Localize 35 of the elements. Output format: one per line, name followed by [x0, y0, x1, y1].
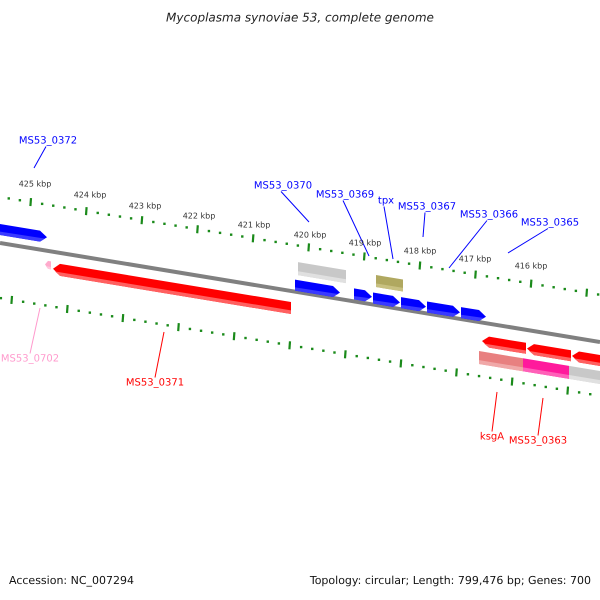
- gene-label: MS53_0369: [316, 190, 374, 200]
- leader-line: [384, 206, 394, 260]
- leader-line: [30, 308, 40, 354]
- footer-text: Accession: NC_007294: [9, 574, 134, 588]
- gene-label: MS53_0365: [520, 218, 580, 228]
- scale-label: 421 kbp: [238, 222, 270, 230]
- leader-line: [280, 191, 310, 222]
- scale-label: 420 kbp: [294, 232, 326, 240]
- title: Mycoplasma synoviae 53, complete genome: [166, 11, 434, 25]
- leader-line: [508, 228, 548, 254]
- gene-label: MS53_0366: [460, 210, 518, 220]
- leader-line: [342, 200, 370, 256]
- gene-label: ksgA: [480, 432, 504, 442]
- gene-label: MS53_0372: [18, 136, 78, 146]
- scale-label: 417 kbp: [458, 256, 492, 264]
- leader-line: [154, 332, 164, 378]
- gene-label: MS53_0367: [398, 202, 456, 212]
- footer-text: Topology: circular; Length: 799,476 bp; Genes: 700: [310, 574, 591, 588]
- leader-line: [34, 146, 46, 168]
- scale-label: 423 kbp: [128, 202, 162, 212]
- scale-label: 418 kbp: [404, 248, 436, 256]
- leader-line: [422, 212, 426, 238]
- gene-label: MS53_0371: [126, 378, 184, 388]
- gene-label: MS53_0363: [508, 436, 568, 446]
- scale-label: 419 kbp: [348, 240, 382, 248]
- scale-label: 416 kbp: [514, 262, 548, 272]
- gene-label: tpx: [378, 196, 394, 206]
- leader-line: [492, 392, 498, 432]
- scale-label: 424 kbp: [74, 192, 106, 200]
- scale-label: 422 kbp: [182, 212, 216, 222]
- scale-label: 425 kbp: [18, 180, 52, 190]
- leader-line: [448, 220, 488, 268]
- gene-label: MS53_0370: [254, 180, 312, 192]
- leader-line: [538, 398, 544, 436]
- gene-label: MS53_0702: [0, 354, 60, 364]
